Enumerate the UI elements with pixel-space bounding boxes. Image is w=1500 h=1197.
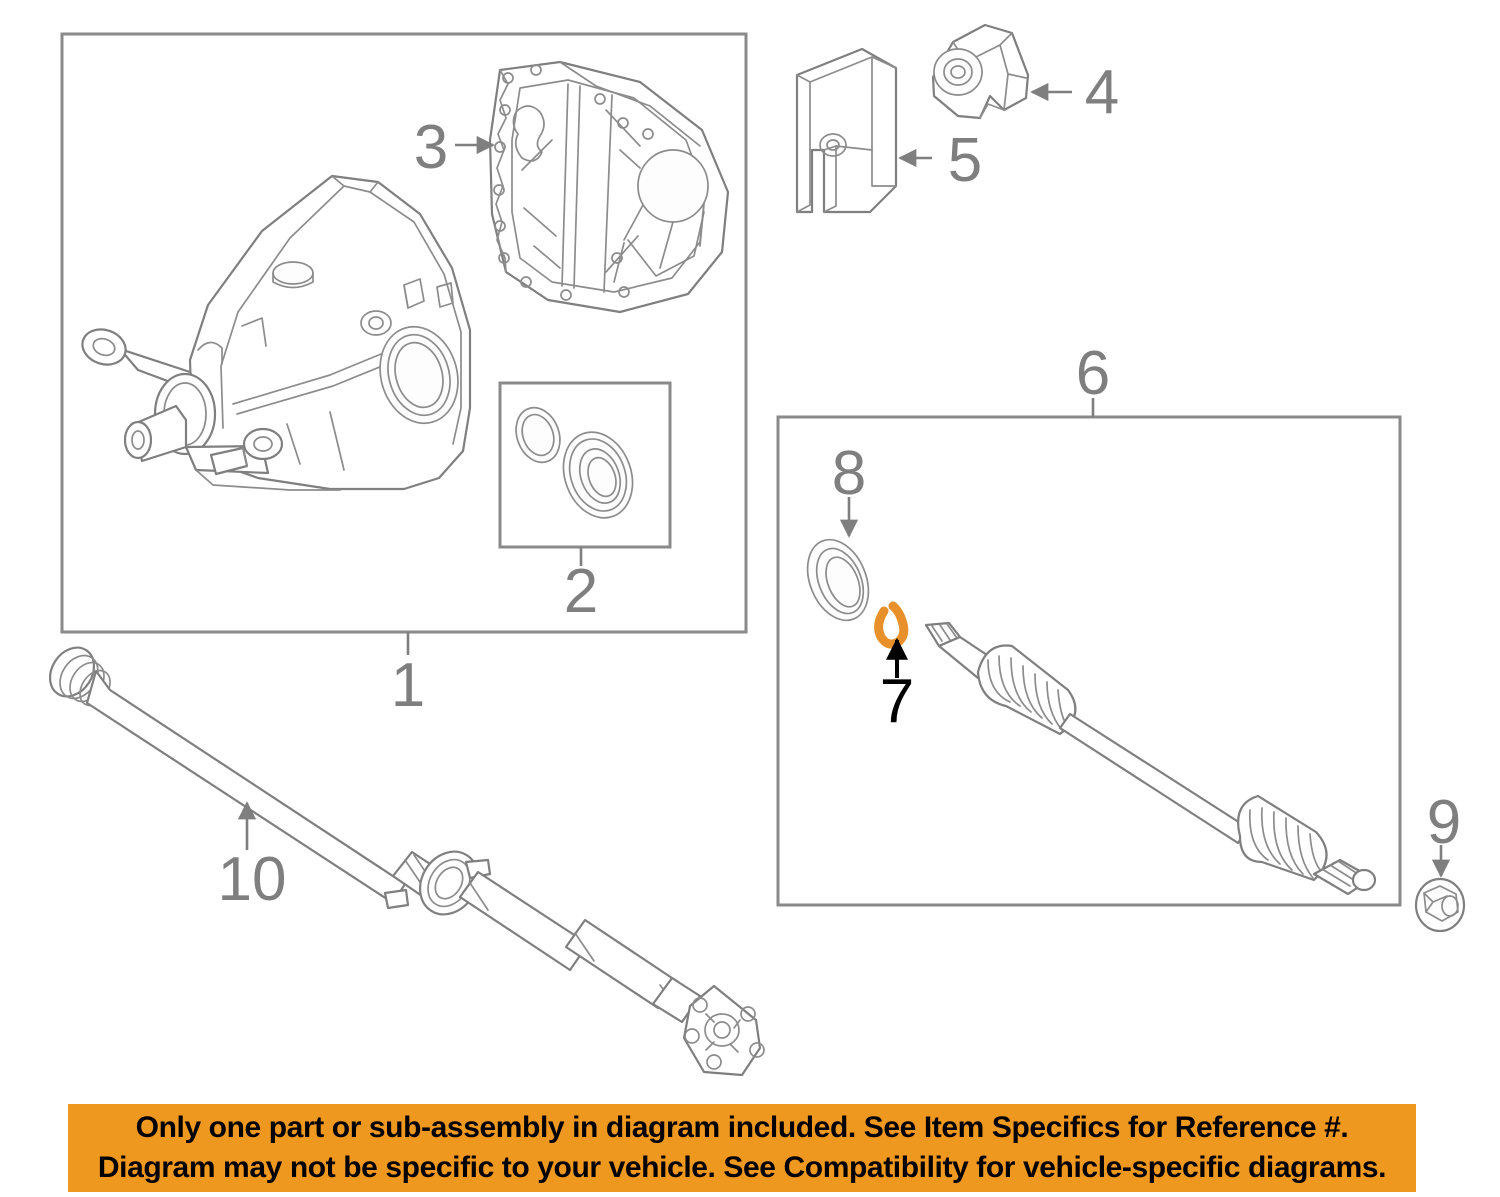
differential-carrier-housing — [81, 174, 472, 491]
part-6-axle-shaft-assembly — [924, 621, 1377, 896]
callout-leaders — [237, 82, 1451, 878]
part-5-heat-shield — [795, 47, 898, 214]
disclaimer-banner: Only one part or sub-assembly in diagram… — [68, 1104, 1416, 1192]
part-2-seal-kit — [498, 381, 672, 566]
part-7-circlip-snap-ring — [874, 601, 909, 649]
part-10-drive-shaft — [48, 646, 765, 1077]
callout-label-5: 5 — [948, 126, 982, 195]
disclaimer-line-2: Diagram may not be specific to your vehi… — [97, 1151, 1387, 1184]
part-4-mount-bracket — [931, 23, 1030, 120]
disclaimer-line-1: Only one part or sub-assembly in diagram… — [135, 1111, 1349, 1144]
callout-label-9: 9 — [1427, 788, 1461, 857]
group-box-1 — [60, 32, 748, 655]
callout-label-6: 6 — [1076, 339, 1110, 408]
group-box-6 — [776, 398, 1402, 907]
callout-label-4: 4 — [1085, 58, 1119, 127]
part-8-shim-washer — [806, 538, 870, 622]
callout-label-7: 7 — [880, 667, 914, 736]
callout-label-2: 2 — [564, 557, 598, 626]
callout-numbers: 1 2 3 4 5 6 7 8 9 10 — [218, 58, 1462, 914]
callout-label-8: 8 — [832, 439, 866, 508]
part-3-differential-cover — [488, 60, 730, 314]
part-9-axle-nut — [1414, 877, 1466, 933]
callout-label-3: 3 — [414, 113, 448, 182]
callout-label-10: 10 — [218, 845, 287, 914]
callout-label-1: 1 — [391, 651, 425, 720]
